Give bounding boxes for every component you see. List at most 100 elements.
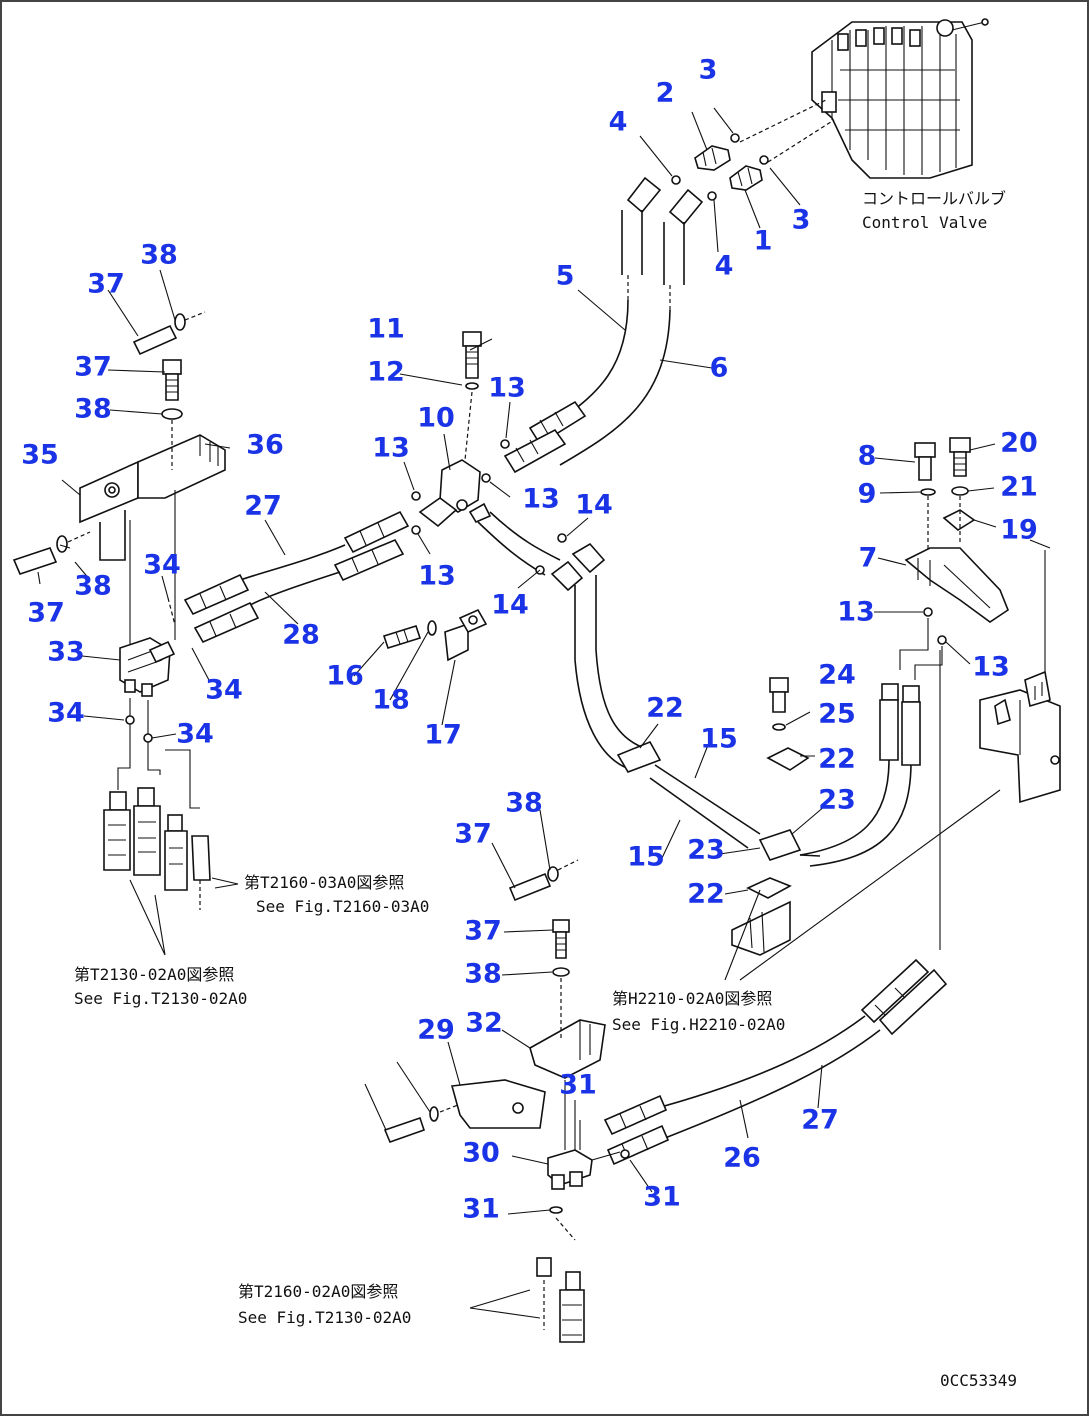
callout-30: 30 [462, 1138, 500, 1169]
callout-22: 22 [818, 744, 856, 775]
fitting-1 [729, 165, 763, 191]
callout-3: 3 [792, 205, 811, 236]
leader-31c [555, 1217, 576, 1241]
callout-4: 4 [609, 107, 628, 138]
callout-37: 37 [454, 819, 492, 850]
callout-23: 23 [687, 835, 725, 866]
leader-bolt-11 [464, 391, 473, 461]
callout-32: 32 [465, 1008, 503, 1039]
o-ring-4a [671, 175, 681, 185]
block-33 [119, 637, 176, 697]
o-ring-34d [143, 733, 153, 743]
callout-numbers: 1 2 3 3 4 4 5 6 7 8 9 10 11 12 13 13 13 … [21, 55, 1038, 1225]
callout-13: 13 [372, 433, 410, 464]
callout-38: 38 [140, 240, 178, 271]
callout-17: 17 [424, 720, 462, 751]
callout-34: 34 [205, 675, 243, 706]
callout-12: 12 [367, 357, 405, 388]
bracket-35-36 [79, 434, 226, 561]
callout-29: 29 [417, 1015, 455, 1046]
bolt-20 [949, 437, 971, 477]
o-ring-31c [549, 1206, 563, 1214]
callout-16: 16 [326, 661, 364, 692]
o-ring-4b [707, 191, 717, 201]
callout-13: 13 [522, 484, 560, 515]
callout-15: 15 [700, 724, 738, 755]
callout-13: 13 [418, 561, 456, 592]
washer-38-lower [552, 967, 570, 977]
callout-9: 9 [858, 479, 877, 510]
bracket-7 [904, 547, 1009, 623]
captions: コントロールバルブ Control Valve 第T2160-03A0図参照 S… [74, 189, 1017, 1390]
callout-34: 34 [47, 698, 85, 729]
callout-2: 2 [656, 78, 675, 109]
o-ring-13b [481, 473, 491, 483]
caption-ref3-jp: 第H2210-02A0図参照 [612, 989, 772, 1008]
leader-31b [591, 1151, 621, 1161]
callout-1: 1 [754, 226, 773, 257]
caption-ref1-en: See Fig.T2160-03A0 [256, 897, 429, 916]
fitting-2 [694, 145, 731, 171]
caption-ref1-jp: 第T2160-03A0図参照 [244, 873, 404, 892]
callout-20: 20 [1000, 428, 1038, 459]
bolt-37-vert [162, 359, 182, 401]
caption-ref2-jp: 第T2130-02A0図参照 [74, 965, 234, 984]
control-valve [811, 18, 989, 179]
leader-lines [37, 107, 997, 1215]
washer-18 [427, 620, 437, 636]
block-30 [547, 1149, 593, 1190]
leader-block-30 [564, 1080, 581, 1150]
bolt-16 [382, 625, 422, 649]
callout-38: 38 [74, 394, 112, 425]
callout-38: 38 [464, 959, 502, 990]
caption-ref4-en: See Fig.T2130-02A0 [238, 1308, 411, 1327]
bolt-37-lower-top [508, 859, 579, 902]
callout-19: 19 [1000, 515, 1038, 546]
block-10 [418, 459, 492, 528]
o-ring-3b [759, 155, 769, 165]
bracket-bottom-right [731, 900, 791, 956]
bolt-24 [769, 677, 789, 713]
callout-14: 14 [491, 590, 529, 621]
callout-37: 37 [464, 916, 502, 947]
callout-24: 24 [818, 660, 856, 691]
callout-8: 8 [858, 441, 877, 472]
caption-ref3-en: See Fig.H2210-02A0 [612, 1015, 785, 1034]
o-ring-34c [125, 715, 135, 725]
callout-26: 26 [723, 1143, 761, 1174]
caption-ref4-jp: 第T2160-02A0図参照 [238, 1282, 398, 1301]
hose-27-28-upper [183, 510, 410, 644]
callout-13: 13 [972, 652, 1010, 683]
fittings-bottom [469, 1257, 585, 1343]
o-ring-13e [923, 607, 933, 617]
bolt-37-top [132, 311, 206, 356]
callout-11: 11 [367, 314, 405, 345]
callout-13: 13 [488, 373, 526, 404]
callout-31: 31 [462, 1194, 500, 1225]
arrow-ref1 [211, 877, 239, 889]
washer-21 [951, 486, 969, 496]
bolt-37-lower-vert [552, 919, 570, 959]
leader-right-bolts [927, 496, 961, 550]
caption-control-valve-jp: コントロールバルブ [862, 189, 1006, 208]
hoses-right [799, 539, 1051, 950]
bolt-37-left [12, 531, 91, 575]
callout-21: 21 [1000, 472, 1038, 503]
callout-22: 22 [687, 879, 725, 910]
o-ring-13a [500, 439, 510, 449]
leader-34 [129, 698, 149, 734]
o-ring-13f [937, 635, 947, 645]
caption-ref2-en: See Fig.T2130-02A0 [74, 989, 247, 1008]
o-ring-13c [411, 491, 421, 501]
callout-38: 38 [505, 788, 543, 819]
leader-34a [167, 597, 176, 626]
callout-25: 25 [818, 699, 856, 730]
hoses-lower [603, 958, 948, 1166]
leader-cv-2 [767, 119, 835, 163]
callout-34: 34 [176, 719, 214, 750]
callout-37: 37 [27, 598, 65, 629]
washer-12 [465, 382, 479, 390]
washer-9 [920, 488, 936, 496]
bracket-29-32 [450, 1019, 606, 1129]
